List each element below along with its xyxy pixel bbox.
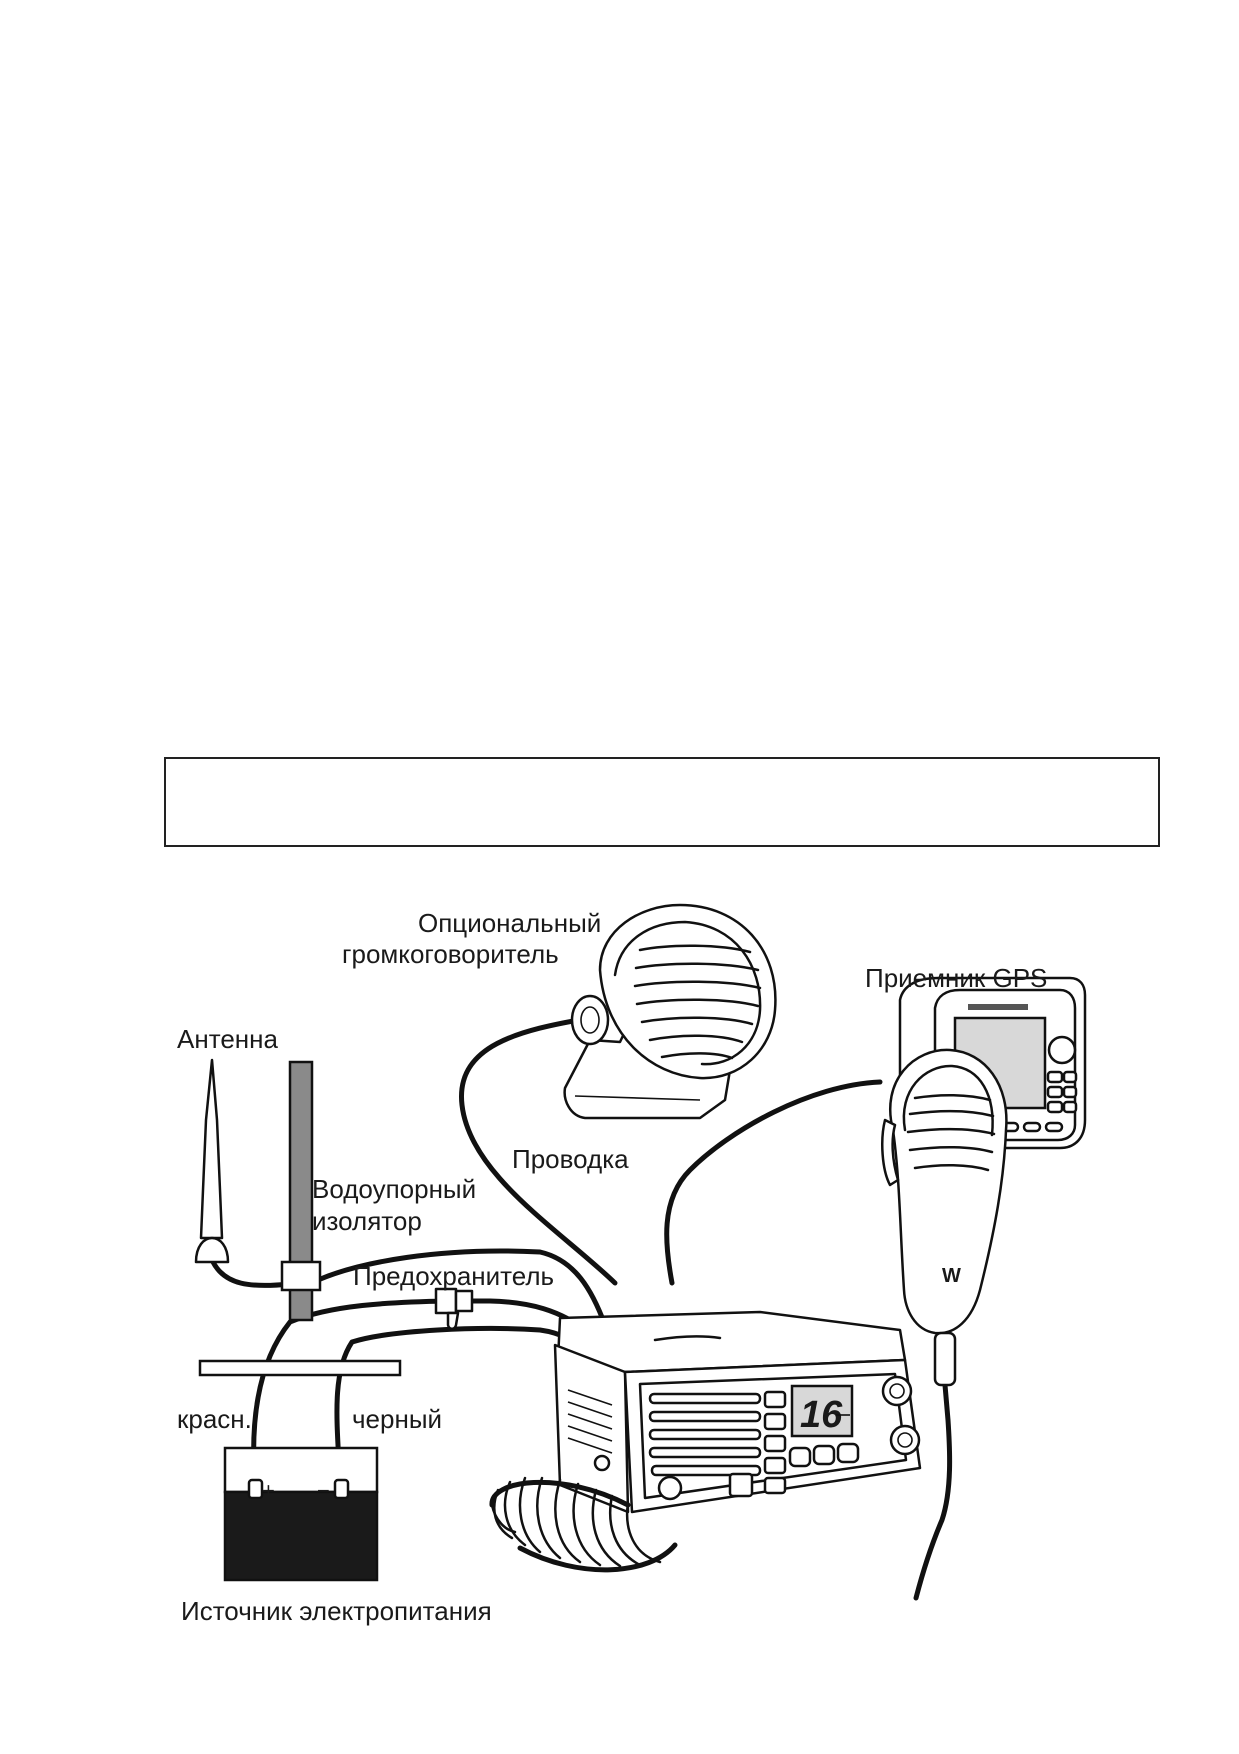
label-wiring: Проводка (512, 1144, 629, 1174)
radio-side-screw (593, 1454, 611, 1472)
radio-front-bezel (638, 1372, 908, 1500)
antenna (194, 1058, 230, 1264)
waterproof-insulator (280, 1260, 322, 1292)
label-gps: Приемник GPS (865, 963, 1047, 993)
radio-top-logo (653, 1335, 722, 1342)
external-speaker (563, 903, 777, 1120)
battery (223, 1446, 379, 1582)
mast (280, 1060, 322, 1322)
radio-arrow-buttons (763, 1390, 787, 1495)
caption-box (164, 757, 1160, 847)
radio-channel-display: 16 (800, 1394, 843, 1436)
cables (210, 1015, 953, 1601)
speaker-foot-line (574, 1095, 701, 1101)
gps-knob (1047, 1035, 1077, 1065)
speaker-knob-inner (580, 1006, 600, 1034)
mic-body (889, 1048, 1008, 1335)
fuse-holder (434, 1287, 458, 1315)
radio-lcd (790, 1384, 854, 1438)
gps-cable (664, 1079, 883, 1286)
label-antenna: Антенна (177, 1024, 278, 1054)
radio-squelch-knob-cap (897, 1432, 913, 1448)
mic-rim (902, 1064, 994, 1137)
label-plus: + (262, 1478, 275, 1503)
mic-cord (913, 1382, 953, 1601)
mic-ptt (881, 1118, 900, 1187)
speaker-cable (459, 1015, 618, 1286)
terminal-bar (198, 1359, 402, 1377)
radio-bottom-buttons (788, 1442, 860, 1468)
antenna-cable (210, 1248, 608, 1328)
radio-volume-knob-cap (889, 1383, 905, 1399)
gps-keypad (1046, 1070, 1078, 1114)
radio-side-vents (567, 1389, 613, 1454)
fuse (434, 1287, 474, 1330)
label-red: красн. (177, 1404, 252, 1434)
mic-strain-relief (933, 1331, 957, 1387)
battery-terminal-negative (333, 1478, 350, 1500)
battery-body (223, 1490, 379, 1582)
fuse-drop (446, 1311, 460, 1330)
radio-volume-knob (881, 1375, 913, 1407)
speaker-grille (633, 944, 762, 1060)
antenna-base (194, 1236, 230, 1264)
label-minus: − (317, 1478, 330, 1503)
mic-logo: W (942, 1265, 961, 1287)
vhf-radio: 16 (553, 1310, 922, 1514)
mast-tube (288, 1060, 314, 1322)
label-fuse: Предохранитель (353, 1261, 554, 1291)
radio-distress-cover (728, 1472, 754, 1498)
speaker-rim (613, 920, 762, 1066)
mic-grille (906, 1093, 996, 1172)
black-power-cable (334, 1326, 593, 1488)
fuse-holder-right (454, 1289, 474, 1313)
label-black: черный (352, 1404, 442, 1434)
label-insulator-line2: изолятор (312, 1206, 422, 1236)
radio-squelch-knob (889, 1424, 921, 1456)
speaker-knob (570, 994, 610, 1046)
battery-terminal-positive (247, 1478, 264, 1500)
radio-speaker-slots (648, 1392, 762, 1477)
gps-brand-strip (968, 1004, 1028, 1010)
label-speaker-line1: Опциональный (418, 908, 601, 938)
label-power: Источник электропитания (181, 1596, 492, 1626)
label-insulator-line1: Водоупорный (312, 1174, 476, 1204)
antenna-whip (199, 1058, 224, 1240)
diagram-labels: Опциональный громкоговоритель Приемник G… (177, 908, 1047, 1626)
radio-mic-jack (657, 1475, 683, 1501)
label-speaker-line2: громкоговоритель (342, 939, 559, 969)
red-power-cable (251, 1298, 593, 1488)
handset-microphone: W (881, 1048, 1008, 1387)
coiled-cord (489, 1476, 678, 1573)
